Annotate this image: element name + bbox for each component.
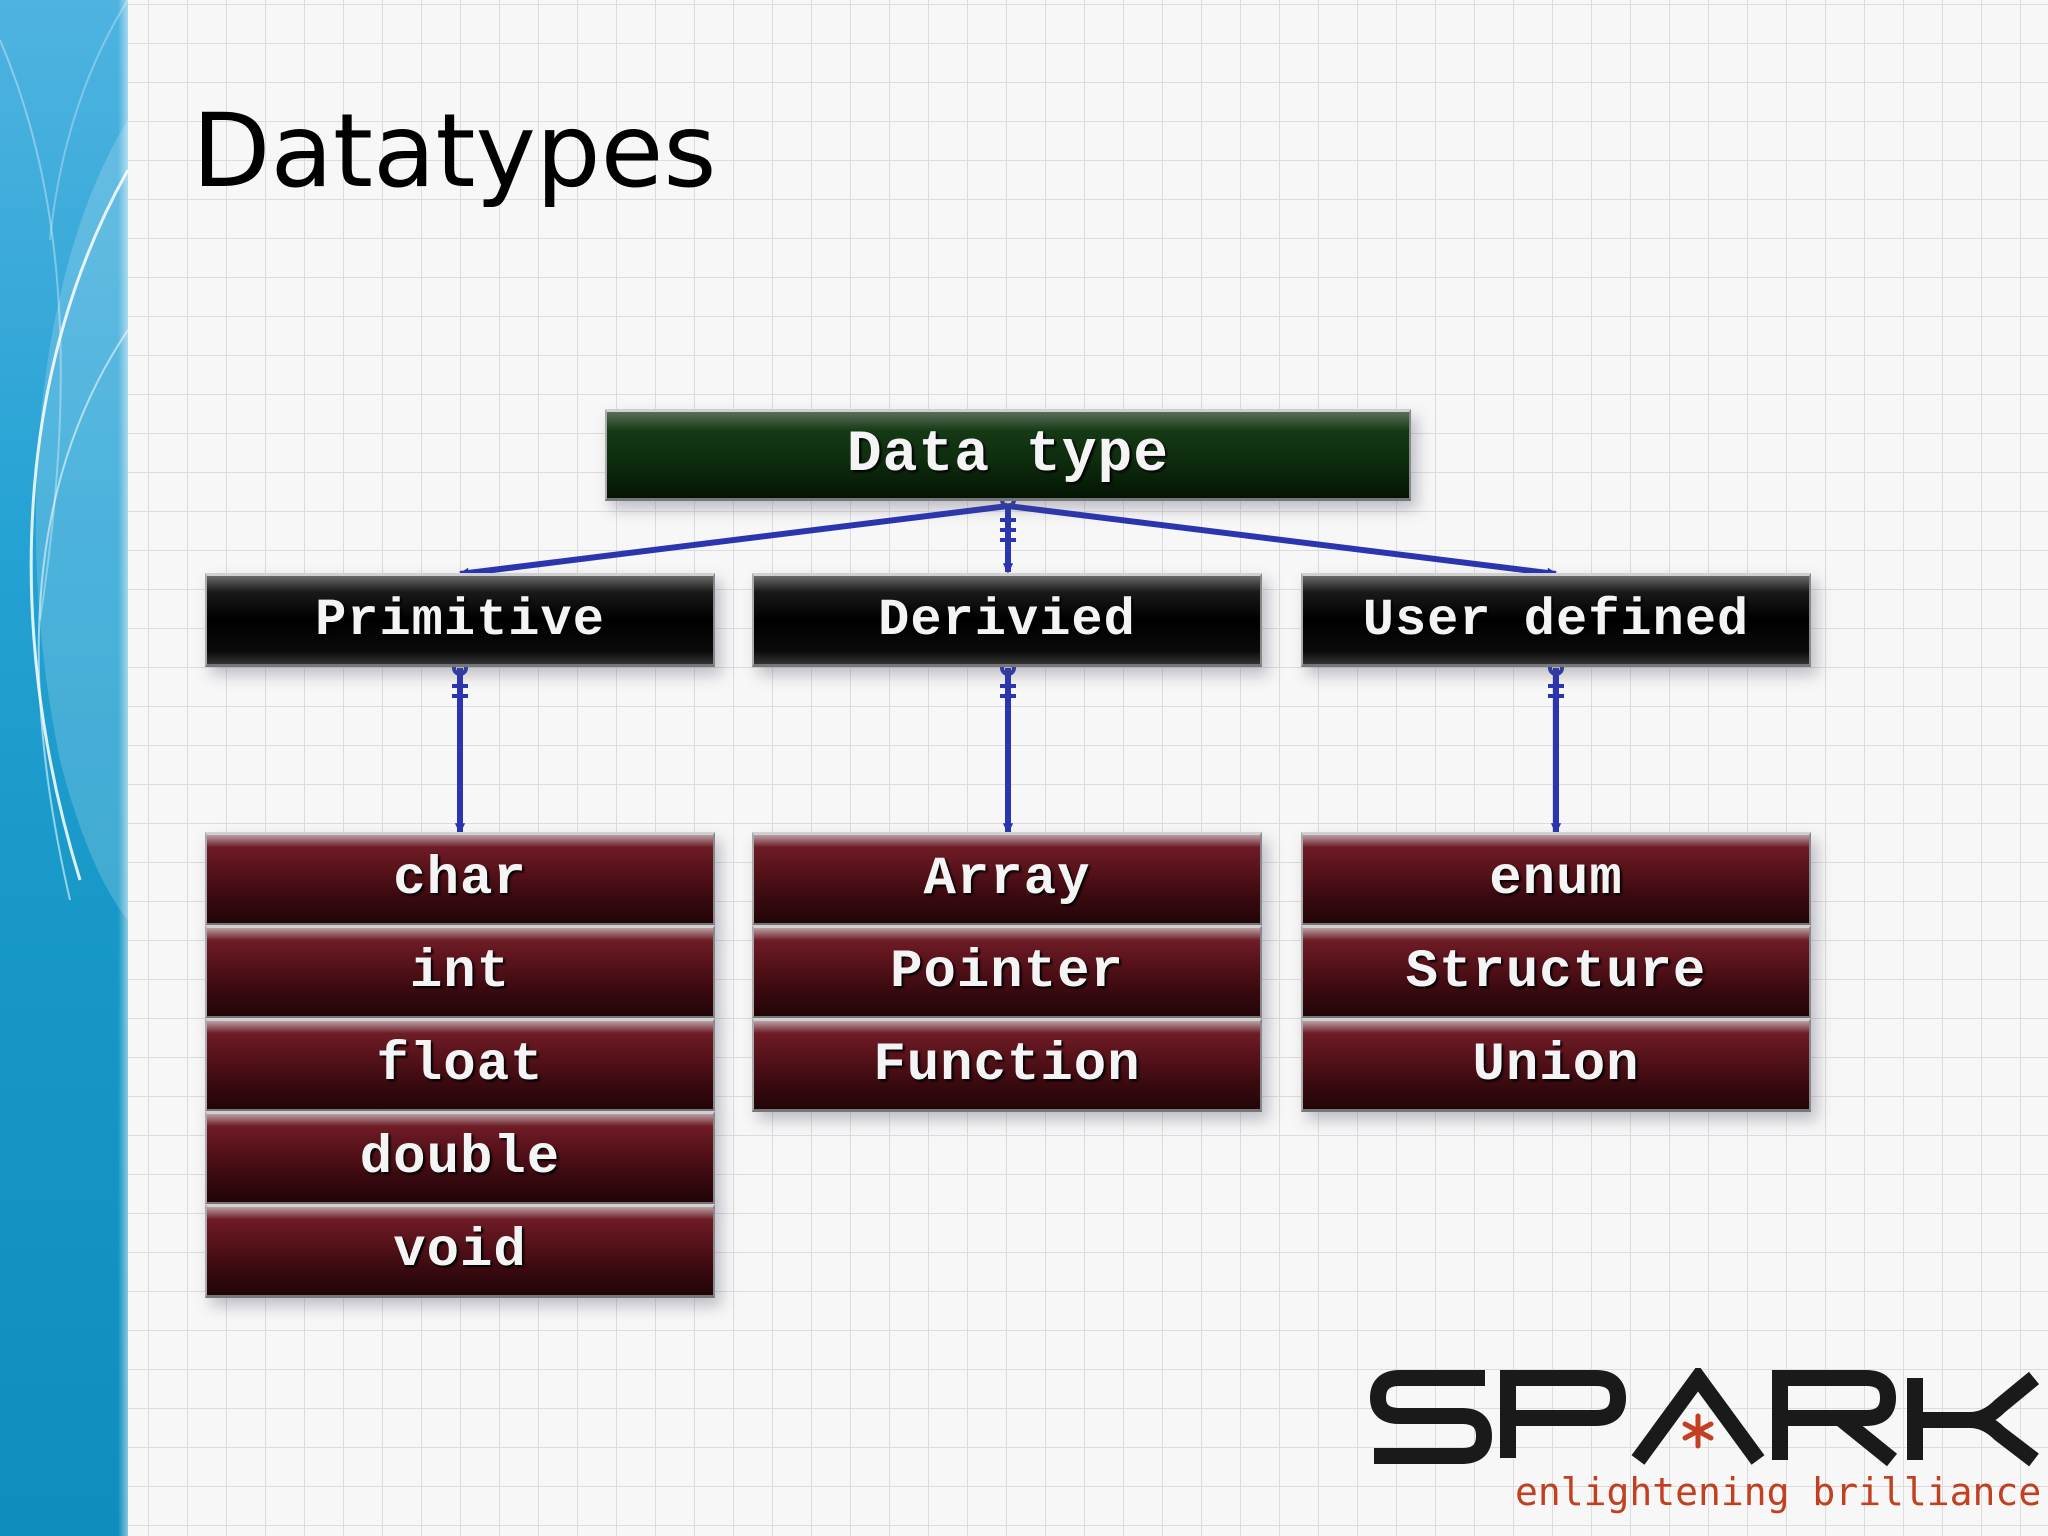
leaf-void: void xyxy=(205,1204,715,1298)
category-primitive: Primitive xyxy=(205,573,715,667)
leaf-union: Union xyxy=(1301,1018,1811,1112)
connector-root-to-userdefined xyxy=(1007,503,1556,574)
leaf-function: Function xyxy=(752,1018,1262,1112)
sidebar-swoosh-graphic xyxy=(0,0,128,920)
leaf-double: double xyxy=(205,1111,715,1205)
category-derived: Derivied xyxy=(752,573,1262,667)
leaf-array: Array xyxy=(752,832,1262,926)
leaf-structure: Structure xyxy=(1301,925,1811,1019)
leaf-int: int xyxy=(205,925,715,1019)
decorative-sidebar xyxy=(0,0,128,1536)
category-user-defined: User defined xyxy=(1301,573,1811,667)
spark-logo: enlightening brilliance xyxy=(1370,1368,2042,1518)
slide-title: Datatypes xyxy=(192,92,717,211)
spark-tagline: enlightening brilliance xyxy=(1515,1470,2042,1514)
leaf-pointer: Pointer xyxy=(752,925,1262,1019)
diagram-root-node: Data type xyxy=(605,409,1411,501)
leaf-float: float xyxy=(205,1018,715,1112)
leaf-enum: enum xyxy=(1301,832,1811,926)
spark-wordmark-graphic xyxy=(1370,1368,2040,1467)
leaf-char: char xyxy=(205,832,715,926)
connector-root-to-primitive xyxy=(460,503,1009,574)
